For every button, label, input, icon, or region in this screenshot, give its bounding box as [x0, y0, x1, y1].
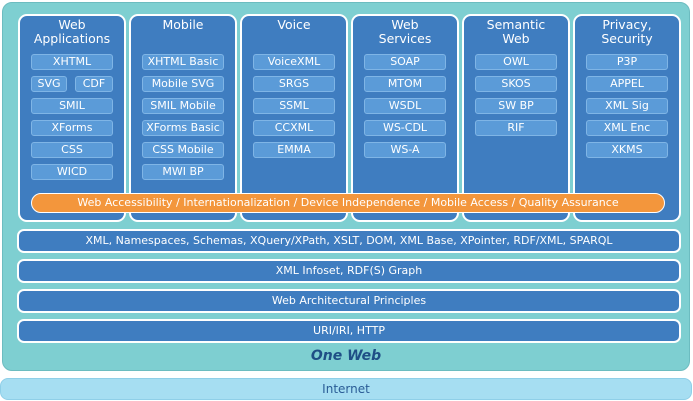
tech-p3p: P3P [586, 54, 668, 70]
tech-wicd: WICD [31, 164, 113, 180]
tech-xml-enc: XML Enc [586, 120, 668, 136]
one-web-stack: Web Applications XHTML SVG CDF SMIL XFor… [2, 2, 690, 371]
internet-layer: Internet [0, 378, 692, 400]
column-voice: Voice VoiceXML SRGS SSML CCXML EMMA [240, 14, 348, 222]
tech-ws-a: WS-A [364, 142, 446, 158]
tech-emma: EMMA [253, 142, 335, 158]
tech-sw-bp: SW BP [475, 98, 557, 114]
tech-srgs: SRGS [253, 76, 335, 92]
column-title: Mobile [162, 17, 204, 32]
layer-xml-core: XML, Namespaces, Schemas, XQuery/XPath, … [17, 229, 681, 253]
tech-appel: APPEL [586, 76, 668, 92]
tech-smil-mobile: SMIL Mobile [142, 98, 224, 114]
tech-skos: SKOS [475, 76, 557, 92]
tech-css-mobile: CSS Mobile [142, 142, 224, 158]
column-privacy-security: Privacy, Security P3P APPEL XML Sig XML … [573, 14, 681, 222]
tech-mobile-svg: Mobile SVG [142, 76, 224, 92]
cross-cutting-band: Web Accessibility / Internationalization… [31, 193, 665, 213]
tech-voicexml: VoiceXML [253, 54, 335, 70]
column-title: Web Applications [33, 17, 111, 46]
column-title: Web Services [378, 17, 432, 46]
tech-rif: RIF [475, 120, 557, 136]
column-semantic-web: Semantic Web OWL SKOS SW BP RIF [462, 14, 570, 222]
column-title: Privacy, Security [601, 17, 653, 46]
tech-wsdl: WSDL [364, 98, 446, 114]
column-mobile: Mobile XHTML Basic Mobile SVG SMIL Mobil… [129, 14, 237, 222]
column-title: Semantic Web [486, 17, 546, 46]
tech-svg: SVG [31, 76, 67, 92]
tech-xhtml: XHTML [31, 54, 113, 70]
tech-xml-sig: XML Sig [586, 98, 668, 114]
column-web-services: Web Services SOAP MTOM WSDL WS-CDL WS-A [351, 14, 459, 222]
tech-ssml: SSML [253, 98, 335, 114]
tech-cdf: CDF [75, 76, 113, 92]
tech-ccxml: CCXML [253, 120, 335, 136]
tech-smil: SMIL [31, 98, 113, 114]
column-title: Voice [277, 17, 311, 32]
tech-soap: SOAP [364, 54, 446, 70]
tech-css: CSS [31, 142, 113, 158]
tech-xhtml-basic: XHTML Basic [142, 54, 224, 70]
tech-ws-cdl: WS-CDL [364, 120, 446, 136]
one-web-label: One Web [310, 348, 382, 364]
layer-uri-http: URI/IRI, HTTP [17, 319, 681, 343]
tech-mwi-bp: MWI BP [142, 164, 224, 180]
column-web-applications: Web Applications XHTML SVG CDF SMIL XFor… [18, 14, 126, 222]
tech-xkms: XKMS [586, 142, 668, 158]
tech-xforms-basic: XForms Basic [142, 120, 224, 136]
layer-infoset-graph: XML Infoset, RDF(S) Graph [17, 259, 681, 283]
tech-owl: OWL [475, 54, 557, 70]
layer-architectural-principles: Web Architectural Principles [17, 289, 681, 313]
tech-mtom: MTOM [364, 76, 446, 92]
tech-xforms: XForms [31, 120, 113, 136]
